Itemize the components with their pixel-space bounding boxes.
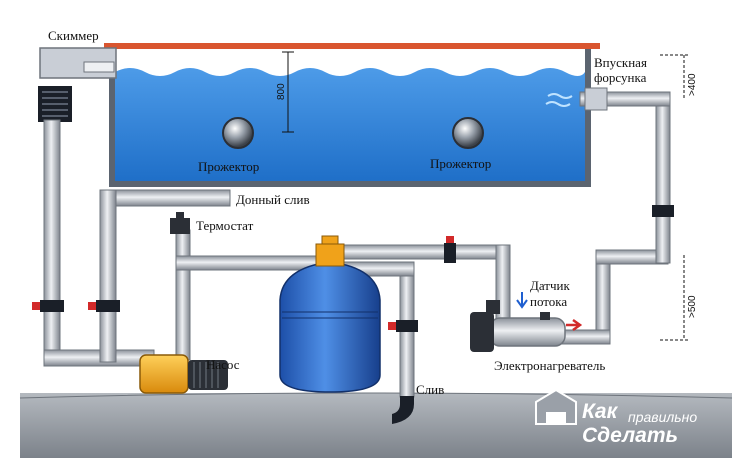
pump: [139, 354, 228, 394]
watermark-logo: [535, 388, 577, 425]
valves: [32, 205, 674, 332]
label-pump: Насос: [206, 357, 240, 372]
pool-basin: [104, 43, 600, 187]
label-flow-sensor-2: потока: [530, 294, 567, 309]
label-electric-heater: Электронагреватель: [494, 358, 605, 373]
spotlight-right-lamp: [452, 117, 484, 149]
watermark-word2: правильно: [628, 409, 697, 425]
label-heater-height: >500: [687, 295, 698, 318]
label-inlet-nozzle-2: форсунка: [594, 70, 647, 85]
height-dimensions: [660, 54, 690, 341]
electric-heater: [470, 300, 566, 352]
depth-dimension: [282, 51, 294, 133]
inlet-nozzle: [545, 87, 608, 111]
watermark-word1: Как: [582, 400, 619, 423]
watermark-word3: Сделать: [582, 424, 678, 447]
label-spotlight-right: Прожектор: [430, 156, 491, 171]
pool-rim: [104, 43, 600, 49]
flow-arrow-right: [566, 318, 583, 332]
drain-outlet: [392, 396, 414, 424]
spotlight-left-lamp: [222, 117, 254, 149]
label-flow-sensor-1: Датчик: [530, 278, 570, 293]
skimmer: [38, 47, 117, 122]
ground: [20, 393, 732, 458]
label-depth: 800: [276, 83, 287, 100]
sand-filter: [279, 235, 381, 393]
label-inlet-height: >400: [687, 73, 698, 96]
label-skimmer: Скиммер: [48, 28, 99, 43]
label-drain: Слив: [416, 382, 444, 397]
pool-water: [115, 68, 585, 181]
label-thermostat: Термостат: [196, 218, 254, 233]
label-spotlight-left: Прожектор: [198, 159, 259, 174]
pipe-network: [43, 91, 671, 398]
label-bottom-drain: Донный слив: [236, 192, 310, 207]
flow-arrow-down: [516, 292, 528, 309]
label-inlet-nozzle-1: Впускная: [594, 55, 647, 70]
thermostat: [170, 212, 190, 234]
